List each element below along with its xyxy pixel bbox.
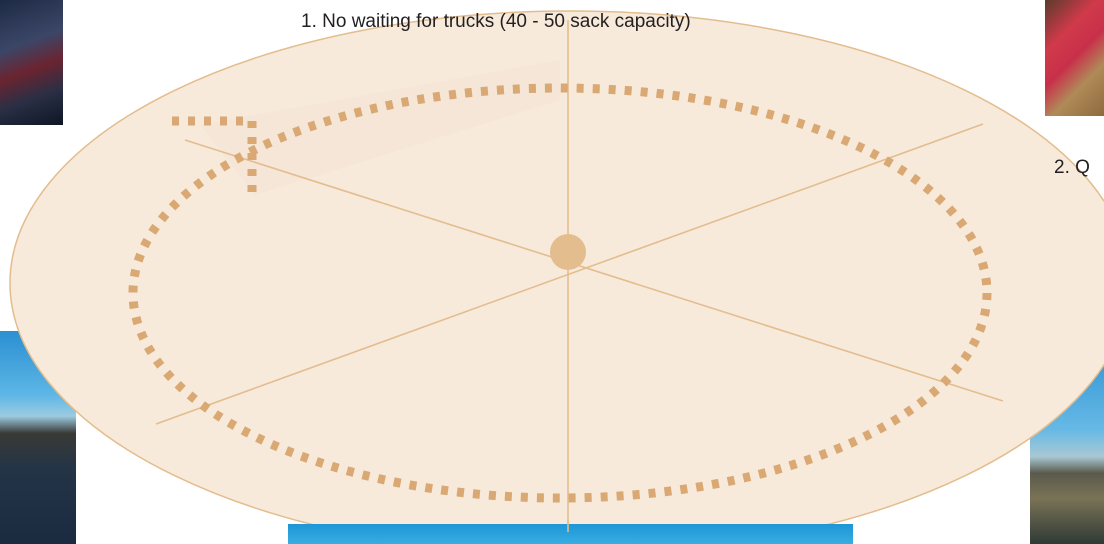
hub [550, 234, 586, 270]
step-1-label: 1. No waiting for trucks (40 - 50 sack c… [301, 11, 691, 33]
step-2-label: 2. Q [1054, 157, 1090, 179]
sky-photo-bottom-center [288, 524, 853, 544]
